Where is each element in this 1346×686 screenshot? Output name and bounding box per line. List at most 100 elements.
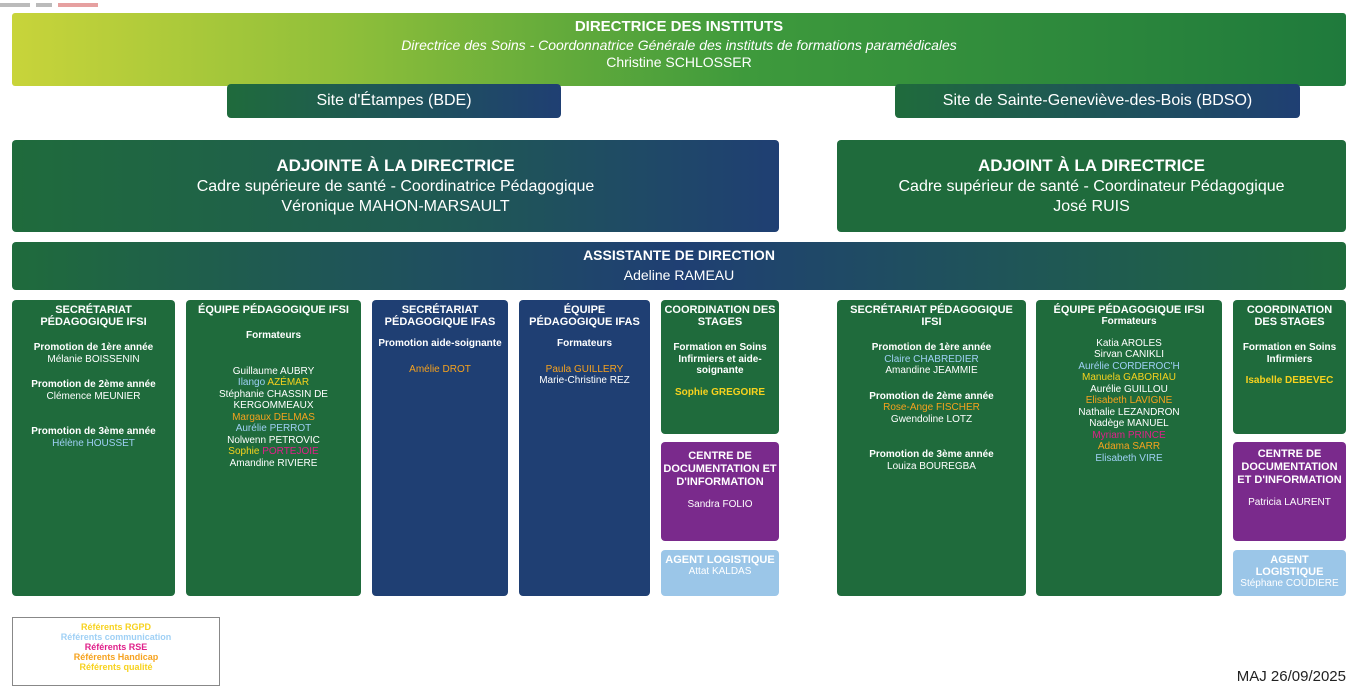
staff-name: Hélène HOUSSET	[52, 437, 135, 449]
staff-name: Manuela GABORIAU	[1082, 372, 1176, 383]
adjoint-box: ADJOINT À LA DIRECTRICE Cadre supérieur …	[837, 140, 1346, 232]
adjointe-role: Cadre supérieure de santé - Coordinatric…	[196, 178, 595, 195]
director-subtitle: Directrice des Soins - Coordonnatrice Gé…	[401, 37, 957, 53]
column-title: SECRÉTARIAT PÉDAGOGIQUE IFSI	[40, 304, 147, 328]
bde-equipe-ifsi: ÉQUIPE PÉDAGOGIQUE IFSI Formateurs Guill…	[186, 300, 361, 596]
promotion-label: Promotion de 2ème année	[869, 390, 994, 402]
adjointe-title: ADJOINTE À LA DIRECTRICE	[276, 156, 515, 175]
bde-secretariat-ifas: SECRÉTARIAT PÉDAGOGIQUE IFAS Promotion a…	[372, 300, 508, 596]
adjoint-role: Cadre supérieur de santé - Coordinateur …	[898, 178, 1285, 195]
staff-name: Isabelle DEBEVEC	[1245, 375, 1334, 386]
staff-name: Mélanie BOISSENIN	[47, 353, 140, 365]
assistant-title: ASSISTANTE DE DIRECTION	[583, 247, 775, 263]
promotion-label: Promotion de 2ème année	[31, 379, 156, 390]
staff-name: Amélie DROT	[409, 363, 471, 375]
staff-name: Nadège MANUEL	[1089, 418, 1169, 429]
assistant-name: Adeline RAMEAU	[623, 267, 735, 283]
staff-name: Elisabeth VIRE	[1095, 452, 1163, 464]
promotion-label: Promotion de 1ère année	[33, 342, 154, 353]
staff-name: Nolwenn PETROVIC	[227, 434, 320, 446]
column-title: AGENT LOGISTIQUE	[665, 554, 775, 566]
column-subtitle: Promotion aide-soignante	[378, 338, 502, 349]
column-title: AGENT LOGISTIQUE	[1255, 554, 1324, 578]
legend-rgpd: Référents RGPD	[80, 622, 152, 632]
site-etampes: Site d'Étampes (BDE)	[227, 84, 561, 118]
column-title: ÉQUIPE PÉDAGOGIQUE IFAS	[529, 304, 640, 328]
staff-first-name: Ilango	[237, 377, 266, 388]
bdso-secretariat-ifsi: SECRÉTARIAT PÉDAGOGIQUE IFSI Promotion d…	[837, 300, 1026, 596]
column-subtitle: Formation en Soins Infirmiers et aide-so…	[673, 342, 767, 376]
staff-name: Katia AROLES	[1096, 337, 1162, 349]
director-title: DIRECTRICE DES INSTITUTS	[574, 18, 784, 35]
director-name: Christine SCHLOSSER	[606, 54, 752, 70]
promotion-label: Promotion de 3ème année	[31, 426, 156, 437]
promotion-label: Promotion de 3ème année	[869, 449, 994, 460]
legend-handicap: Référents Handicap	[73, 652, 159, 662]
bdso-agent-logistique: AGENT LOGISTIQUE Stéphane COUDIERE	[1233, 550, 1346, 596]
legend-communication: Référents communication	[60, 632, 172, 642]
staff-name: Margaux DELMAS	[232, 411, 315, 423]
staff-first-name: Sophie	[228, 446, 260, 457]
bde-coordination-stages: COORDINATION DES STAGES Formation en Soi…	[661, 300, 779, 434]
legend-qualite: Référents qualité	[79, 662, 153, 672]
column-title: COORDINATION DES STAGES	[664, 304, 776, 328]
staff-name: Gwendoline LOTZ	[890, 413, 973, 425]
staff-name: Aurélie PERROT	[235, 423, 312, 434]
staff-name: Aurélie CORDEROC'H	[1078, 360, 1180, 372]
staff-name: Elisabeth LAVIGNE	[1085, 395, 1173, 406]
legend-rse: Référents RSE	[84, 642, 148, 652]
site-sainte-genevieve: Site de Sainte-Geneviève-des-Bois (BDSO)	[895, 84, 1300, 118]
staff-name: Clémence MEUNIER	[46, 390, 141, 402]
column-title: COORDINATION DES STAGES	[1246, 304, 1333, 328]
staff-name: Stéphane COUDIERE	[1240, 578, 1339, 589]
staff-name: Sandra FOLIO	[687, 499, 753, 510]
staff-name: Amandine JEAMMIE	[885, 365, 978, 376]
staff-last-name: PORTEJOIE	[262, 446, 319, 457]
director-banner: DIRECTRICE DES INSTITUTS Directrice des …	[12, 13, 1346, 86]
logo	[0, 0, 200, 10]
column-title: ÉQUIPE PÉDAGOGIQUE IFSI	[1053, 304, 1205, 316]
staff-name: Guillaume AUBRY	[232, 365, 315, 377]
column-subtitle: Formation en Soins Infirmiers	[1242, 342, 1337, 365]
adjoint-title: ADJOINT À LA DIRECTRICE	[978, 156, 1205, 175]
bdso-cdi: CENTRE DE DOCUMENTATION ET D'INFORMATION…	[1233, 442, 1346, 541]
staff-name: Attat KALDAS	[688, 566, 752, 577]
staff-name: Sophie PORTEJOIE	[188, 446, 359, 458]
staff-name: Amandine RIVIERE	[229, 457, 318, 469]
bdso-equipe-ifsi: ÉQUIPE PÉDAGOGIQUE IFSI Formateurs Katia…	[1036, 300, 1222, 596]
staff-name: Marie-Christine REZ	[539, 375, 630, 386]
staff-name: Nathalie LEZANDRON	[1078, 406, 1180, 418]
staff-name: Ilango AZÉMAR	[188, 377, 359, 389]
legend: Référents RGPD Référents communication R…	[12, 617, 220, 686]
staff-name: Stéphanie CHASSIN DE KERGOMMEAUX	[219, 388, 328, 412]
bdso-coordination-stages: COORDINATION DES STAGES Formation en Soi…	[1233, 300, 1346, 434]
staff-name: Adama SARR	[1097, 441, 1161, 452]
staff-name: Sophie GREGOIRE	[674, 386, 765, 398]
adjointe-name: Véronique MAHON-MARSAULT	[281, 198, 510, 215]
column-title: ÉQUIPE PÉDAGOGIQUE IFSI	[198, 304, 349, 316]
column-title: SECRÉTARIAT PÉDAGOGIQUE IFAS	[384, 304, 496, 328]
staff-name: Paula GUILLERY	[545, 363, 624, 375]
column-title: CENTRE DE DOCUMENTATION ET D'INFORMATION	[1237, 448, 1342, 486]
bde-cdi: CENTRE DE DOCUMENTATION ET D'INFORMATION…	[661, 442, 779, 541]
adjoint-name: José RUIS	[1053, 198, 1130, 215]
assistant-banner: ASSISTANTE DE DIRECTION Adeline RAMEAU	[12, 242, 1346, 290]
staff-name: Patricia LAURENT	[1248, 497, 1331, 508]
bde-secretariat-ifsi: SECRÉTARIAT PÉDAGOGIQUE IFSI Promotion d…	[12, 300, 175, 596]
column-title: SECRÉTARIAT PÉDAGOGIQUE IFSI	[850, 304, 1013, 328]
staff-last-name: AZÉMAR	[267, 377, 310, 388]
column-subtitle: Formateurs	[556, 338, 612, 349]
column-subtitle: Formateurs	[1101, 316, 1157, 327]
column-title: CENTRE DE DOCUMENTATION ET D'INFORMATION	[663, 450, 777, 488]
staff-name: Sirvan CANIKLI	[1093, 349, 1165, 360]
column-subtitle: Formateurs	[245, 330, 301, 341]
bde-agent-logistique: AGENT LOGISTIQUE Attat KALDAS	[661, 550, 779, 596]
staff-name: Louiza BOUREGBA	[887, 460, 976, 472]
staff-name: Myriam PRINCE	[1092, 429, 1166, 441]
staff-name: Aurélie GUILLOU	[1090, 383, 1168, 395]
adjointe-box: ADJOINTE À LA DIRECTRICE Cadre supérieur…	[12, 140, 779, 232]
update-date: MAJ 26/09/2025	[1236, 668, 1346, 685]
staff-name: Claire CHABREDIER	[884, 353, 979, 365]
promotion-label: Promotion de 1ère année	[871, 342, 992, 353]
bde-equipe-ifas: ÉQUIPE PÉDAGOGIQUE IFAS Formateurs Paula…	[519, 300, 650, 596]
